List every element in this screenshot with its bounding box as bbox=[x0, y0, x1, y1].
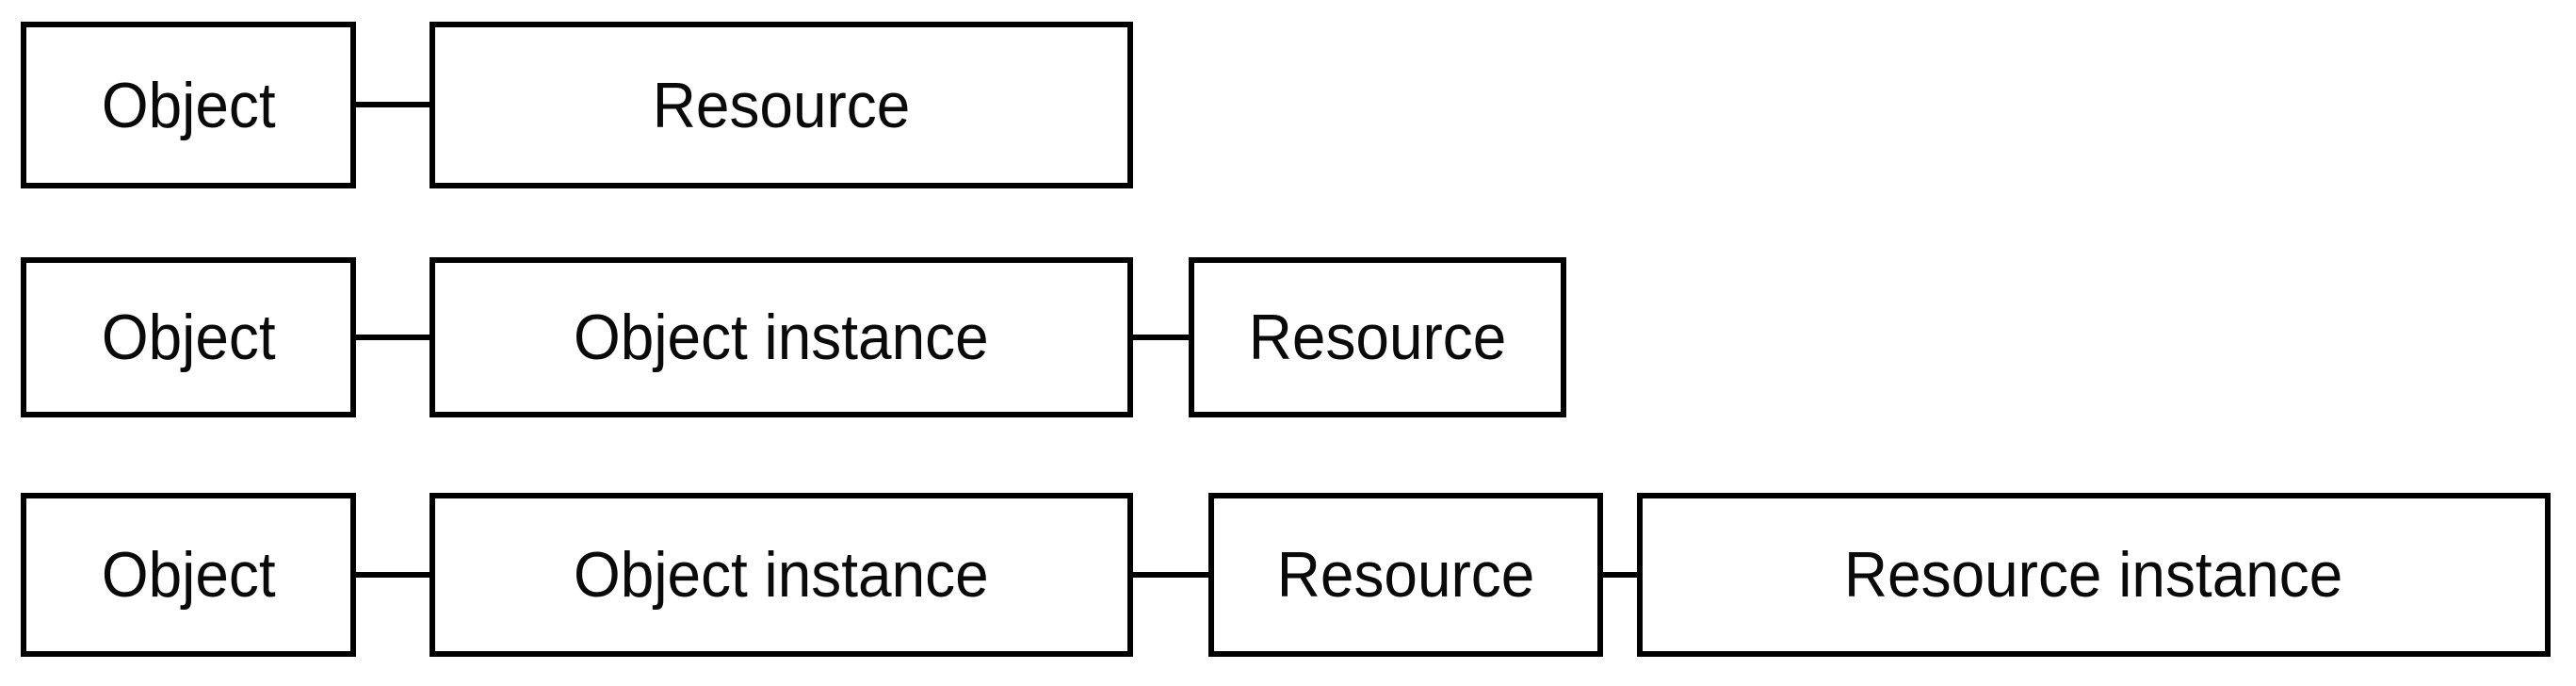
node-resource-row2[interactable]: Resource bbox=[1189, 257, 1566, 417]
node-label: Object instance bbox=[574, 539, 989, 611]
node-label: Resource instance bbox=[1844, 539, 2343, 611]
node-object-row2[interactable]: Object bbox=[21, 257, 356, 417]
node-label: Object bbox=[101, 69, 276, 141]
node-label: Object bbox=[101, 539, 276, 611]
node-label: Object instance bbox=[574, 302, 989, 373]
node-label: Object bbox=[101, 302, 276, 373]
node-label: Resource bbox=[652, 69, 911, 141]
node-resource-instance-row3[interactable]: Resource instance bbox=[1637, 493, 2551, 657]
node-label: Resource bbox=[1276, 539, 1535, 611]
diagram-row-1: Object Resource bbox=[0, 0, 2576, 217]
connector-object-instance-to-resource-row2 bbox=[1133, 335, 1189, 340]
node-label: Resource bbox=[1248, 302, 1507, 373]
diagram-row-2: Object Object instance Resource bbox=[21, 257, 1566, 417]
connector-object-to-object-instance-row3 bbox=[356, 572, 429, 578]
node-object-row1[interactable]: Object bbox=[21, 22, 356, 188]
node-object-instance-row2[interactable]: Object instance bbox=[429, 257, 1133, 417]
connector-object-instance-to-resource-row3 bbox=[1133, 572, 1208, 578]
node-object-row3[interactable]: Object bbox=[21, 493, 356, 657]
connector-resource-to-resource-instance-row3 bbox=[1603, 572, 1637, 578]
node-resource-row1[interactable]: Resource bbox=[429, 22, 1133, 188]
connector-object-to-object-instance-row2 bbox=[356, 335, 429, 340]
node-object-instance-row3[interactable]: Object instance bbox=[429, 493, 1133, 657]
node-resource-row3[interactable]: Resource bbox=[1208, 493, 1603, 657]
connector-object-to-resource-row1 bbox=[356, 102, 429, 107]
